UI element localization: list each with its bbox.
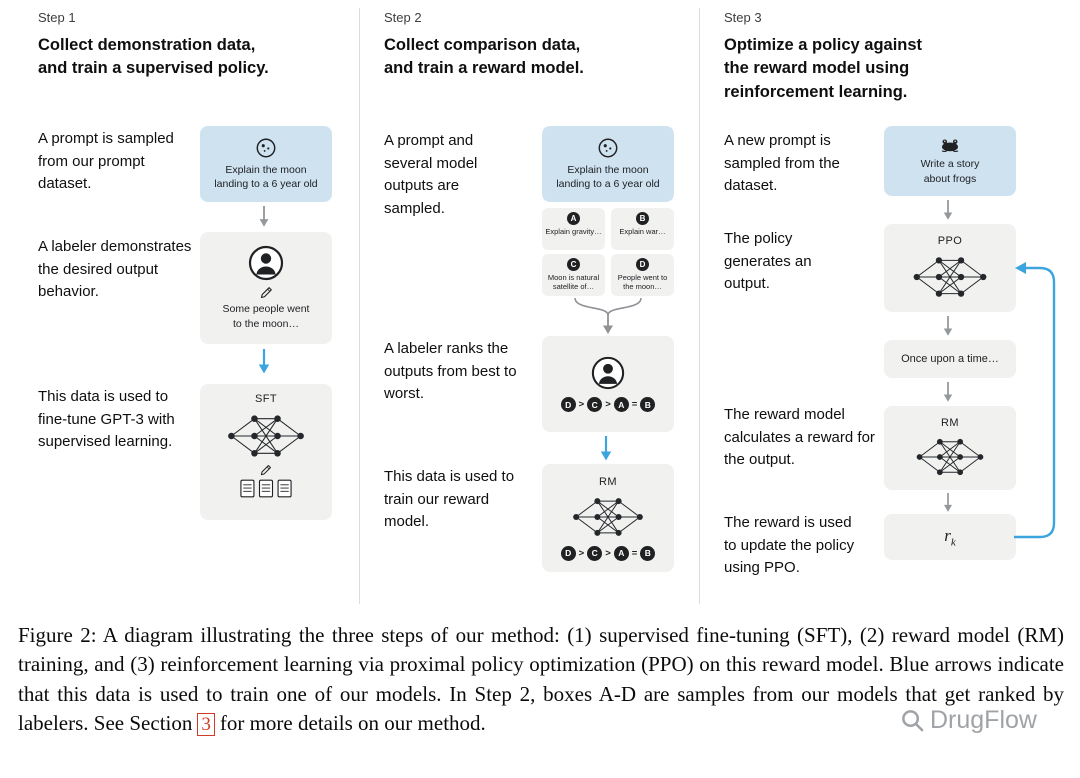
step1-prompt-box: Explain the moon landing to a 6 year old [200, 126, 332, 202]
rm-label: RM [599, 475, 617, 488]
column-divider [699, 8, 700, 604]
step1-output-text: Some people went to the moon… [222, 303, 310, 330]
rank-op: > [605, 399, 611, 410]
ranking-row: D > C > A = B [560, 545, 656, 561]
sample-letter: B [636, 212, 649, 225]
labeler-icon [591, 356, 625, 390]
magnifier-icon [900, 708, 925, 733]
step3-label: Step 3 [724, 10, 762, 25]
step1-demonstration-box: Some people went to the moon… [200, 232, 332, 344]
step3-reward-value-box: rk [884, 514, 1016, 560]
rank-item: C [587, 545, 603, 561]
step3-output-text: Once upon a time… [901, 352, 999, 365]
sample-box-d: D People went to the moon… [611, 254, 674, 296]
step3-reward-caption: The reward model calculates a reward for… [724, 406, 875, 468]
rank-item: B [640, 397, 656, 412]
frog-icon [938, 136, 962, 153]
step3-prompt-text: Write a story about frogs [920, 158, 980, 185]
sample-text: Explain gravity… [545, 227, 602, 236]
step2-label: Step 2 [384, 10, 422, 25]
step2-heading: Collect comparison data, and train a rew… [384, 36, 584, 78]
feedback-arrow [1014, 262, 1056, 539]
step2-prompt-text: Explain the moon landing to a 6 year old [556, 163, 660, 190]
step1-sft-model-box: SFT [200, 384, 332, 520]
step3-ppo-policy-box: PPO [884, 224, 1016, 312]
step3-prompt-box: Write a story about frogs [884, 126, 1016, 196]
moon-icon [597, 137, 619, 159]
rank-op: > [578, 399, 585, 410]
down-arrow [942, 200, 954, 221]
step3-rm-model-box: RM [884, 406, 1016, 490]
step3-policy-caption: The policy generates an output. [724, 230, 812, 292]
step1-labeler-caption: A labeler demonstrates the desired outpu… [38, 238, 192, 300]
rank-op: > [605, 547, 611, 559]
labeler-icon [248, 245, 284, 281]
train-arrow [257, 348, 271, 376]
network-icon [570, 494, 646, 540]
sft-label: SFT [255, 393, 277, 405]
rank-item: A [613, 397, 629, 412]
sample-box-c: C Moon is natural satellite of… [542, 254, 605, 296]
down-arrow [942, 382, 954, 403]
step3-output-box: Once upon a time… [884, 340, 1016, 378]
step2-rank-caption: A labeler ranks the outputs from best to… [384, 340, 517, 402]
step3-prompt-caption: A new prompt is sampled from the dataset… [724, 132, 840, 194]
step2-prompt-caption: A prompt and several model outputs are s… [384, 132, 478, 217]
step2-rm-model-box: RM D > C > A = B [542, 464, 674, 572]
figure-caption-tail: for more details on our method. [219, 711, 486, 736]
section-ref-link[interactable]: 3 [197, 713, 215, 737]
figure-caption-lead: Figure 2: A diagram illustrating the thr… [18, 623, 1064, 736]
down-arrow [258, 206, 270, 228]
down-arrow [942, 493, 954, 513]
ppo-label: PPO [937, 235, 963, 247]
rank-item: B [640, 545, 656, 561]
step2-ranking-box: D > C > A = B [542, 336, 674, 432]
reward-value: rk [944, 525, 956, 549]
pencil-icon [260, 464, 272, 476]
sample-letter: A [567, 212, 580, 225]
network-icon [913, 435, 987, 479]
rm-label: RM [941, 417, 959, 429]
rank-op: > [578, 547, 585, 559]
ranking-row: D > C > A = B [560, 397, 656, 412]
rank-item: C [587, 397, 603, 412]
step2-prompt-box: Explain the moon landing to a 6 year old [542, 126, 674, 202]
rank-item: D [560, 397, 576, 412]
network-icon [910, 253, 990, 301]
sample-letter: D [636, 258, 649, 271]
rank-item: D [560, 545, 576, 561]
watermark: DrugFlow [900, 706, 1037, 735]
moon-icon [255, 137, 277, 159]
rank-item: A [613, 545, 629, 561]
down-arrow [942, 316, 954, 337]
step1-prompt-text: Explain the moon landing to a 6 year old [214, 163, 318, 190]
step2-train-caption: This data is used to train our reward mo… [384, 468, 515, 530]
network-icon [225, 411, 307, 461]
pencil-icon [260, 286, 273, 299]
documents-icon [240, 479, 292, 498]
rank-op: = [631, 399, 638, 410]
sample-text: People went to the moon… [617, 273, 668, 292]
sample-text: Explain war… [619, 227, 666, 236]
column-divider [359, 8, 360, 604]
sample-letter: C [567, 258, 580, 271]
step1-finetune-caption: This data is used to fine-tune GPT-3 wit… [38, 388, 175, 450]
watermark-text: DrugFlow [930, 706, 1037, 734]
step1-heading: Collect demonstration data, and train a … [38, 36, 269, 78]
merge-arrow [574, 297, 642, 334]
sample-text: Moon is natural satellite of… [547, 273, 600, 292]
step1-prompt-caption: A prompt is sampled from our prompt data… [38, 130, 174, 192]
rank-op: = [631, 547, 638, 559]
step3-update-caption: The reward is used to update the policy … [724, 514, 855, 576]
sample-box-a: A Explain gravity… [542, 208, 605, 250]
figure-caption: Figure 2: A diagram illustrating the thr… [18, 621, 1064, 739]
sample-box-b: B Explain war… [611, 208, 674, 250]
step3-heading: Optimize a policy against the reward mod… [724, 36, 923, 101]
train-arrow [599, 436, 613, 462]
step1-label: Step 1 [38, 10, 76, 25]
